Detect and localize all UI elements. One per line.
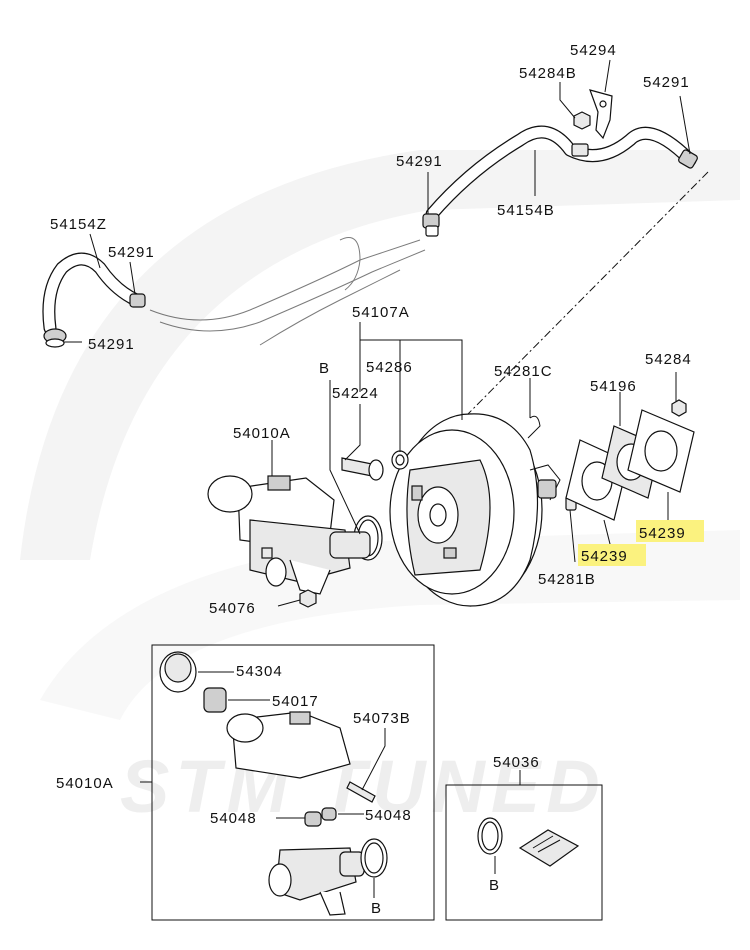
label-54073b: 54073B <box>353 710 411 727</box>
pin-54073b <box>346 781 376 803</box>
vacuum-hose-54154z <box>42 252 143 335</box>
vacuum-fitting-54224 <box>341 457 384 481</box>
inset-leader-lines <box>140 671 386 898</box>
label-54291-top: 54291 <box>643 74 690 91</box>
bracket-54294 <box>589 89 613 140</box>
label-54017: 54017 <box>272 693 319 710</box>
highlight-54239-left <box>578 544 646 566</box>
cylinder-body <box>268 847 365 916</box>
label-54294: 54294 <box>570 42 617 59</box>
master-cylinder <box>207 475 371 595</box>
hose-clamp-54291-mid <box>422 213 440 237</box>
nut-54284 <box>671 399 687 417</box>
strainer-54017 <box>203 687 227 713</box>
label-54036: 54036 <box>493 754 540 771</box>
vacuum-hose-upper <box>425 125 697 221</box>
label-54304: 54304 <box>236 663 283 680</box>
label-54224: 54224 <box>332 385 379 402</box>
label-54048-left: 54048 <box>210 810 257 827</box>
clevis-pin-54281c <box>527 415 541 439</box>
label-54154z: 54154Z <box>50 216 107 233</box>
label-b-inset: B <box>371 900 382 917</box>
label-54284: 54284 <box>645 351 692 368</box>
gasket-54239-right <box>627 409 695 493</box>
grease-packet <box>518 829 580 867</box>
bolt-54076 <box>299 589 317 608</box>
label-b-kit: B <box>489 877 500 894</box>
label-54107a: 54107A <box>352 304 410 321</box>
kit-box-54036 <box>445 784 603 921</box>
nut-54284b <box>573 111 591 130</box>
label-54048-right: 54048 <box>365 807 412 824</box>
label-54284b: 54284B <box>519 65 577 82</box>
label-b-top: B <box>319 360 330 377</box>
label-54286: 54286 <box>366 359 413 376</box>
o-ring-b-inset <box>360 838 388 878</box>
hose-clamp-54291-left <box>129 293 146 308</box>
label-54076: 54076 <box>209 600 256 617</box>
brake-booster <box>389 413 561 607</box>
label-54196: 54196 <box>590 378 637 395</box>
highlight-54239-right <box>636 520 704 542</box>
reservoir-cap-54304 <box>159 651 197 693</box>
label-54154b: 54154B <box>497 202 555 219</box>
label-54291-left: 54291 <box>108 244 155 261</box>
reservoir-tank <box>226 711 351 779</box>
watermark-logo: STM TUNED <box>20 150 740 828</box>
grommet-54048-left <box>304 811 322 827</box>
leader-lines <box>64 59 691 607</box>
label-54281c: 54281C <box>494 363 553 380</box>
hose-clamp-54291-top <box>678 149 698 169</box>
label-54010a: 54010A <box>233 425 291 442</box>
hose-clamp-54291-bottom <box>43 328 67 348</box>
brake-line-ghost <box>149 237 426 346</box>
label-54239-right: 54239 <box>639 525 686 542</box>
grommet-54048-right <box>321 807 337 821</box>
label-54291-mid: 54291 <box>396 153 443 170</box>
label-54239-left: 54239 <box>581 548 628 565</box>
o-ring-kit <box>477 817 503 874</box>
label-54291-bottom: 54291 <box>88 336 135 353</box>
label-54281b: 54281B <box>538 571 596 588</box>
label-54010a-inset: 54010A <box>56 775 114 792</box>
vacuum-check-valve-54286 <box>391 450 409 470</box>
hose-joint <box>571 143 589 157</box>
